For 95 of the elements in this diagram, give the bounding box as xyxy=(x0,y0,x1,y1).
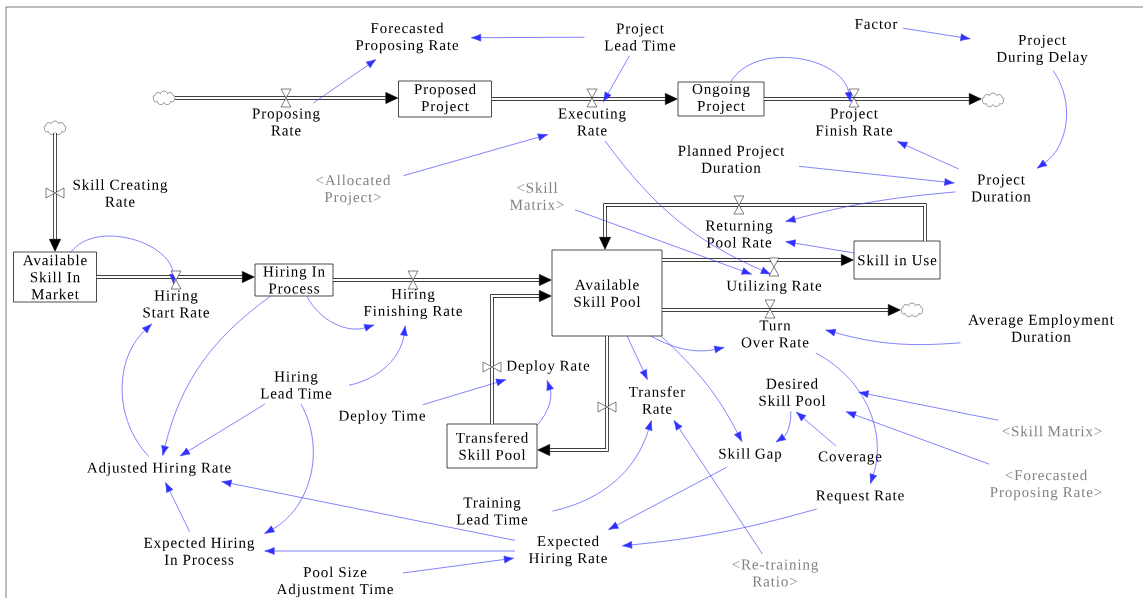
variable-label: Proposing Rate xyxy=(252,108,320,136)
link-arrow xyxy=(796,411,837,447)
link-arrow xyxy=(897,141,959,170)
stock-box: Available Skill Pool xyxy=(551,249,663,337)
link-arrow xyxy=(121,323,152,457)
flow-pipe xyxy=(537,335,609,456)
variable-label: Training Lead Time xyxy=(456,497,528,525)
link-arrow xyxy=(306,295,375,332)
cloud-symbol xyxy=(981,92,1005,107)
cloud-symbol xyxy=(152,90,176,105)
variable-label: Adjusted Hiring Rate xyxy=(87,462,231,476)
variable-label: Project Lead Time xyxy=(604,23,676,51)
flow-pipe xyxy=(599,203,927,250)
variable-label: Project Finish Rate xyxy=(815,108,893,136)
variable-label: Executing Rate xyxy=(558,108,626,136)
variable-label: Deploy Time xyxy=(338,410,426,424)
variable-label: Factor xyxy=(855,19,898,29)
variable-label: Skill Creating Rate xyxy=(73,179,168,207)
link-arrow xyxy=(858,390,999,421)
variable-label: Expected Hiring In Process xyxy=(144,537,255,565)
link-arrow xyxy=(264,403,314,534)
link-arrow xyxy=(626,335,648,380)
variable-label: Deploy Rate xyxy=(506,360,590,374)
shadow-variable-label: <Re-training Ratio> xyxy=(732,559,819,587)
link-arrow xyxy=(621,508,817,549)
stock-box: Proposed Project xyxy=(398,80,492,118)
link-arrow xyxy=(845,411,990,465)
variable-label: Coverage xyxy=(818,451,882,465)
variable-label: Skill Gap xyxy=(719,448,782,462)
link-arrow xyxy=(165,482,190,533)
link-arrow xyxy=(650,335,725,354)
link-arrow xyxy=(422,378,507,405)
link-arrow xyxy=(785,191,956,223)
link-arrow xyxy=(402,555,515,574)
link-arrow xyxy=(825,328,961,345)
link-arrow xyxy=(798,166,955,186)
link-arrow xyxy=(179,403,266,457)
variable-label: Utilizing Rate xyxy=(726,280,822,294)
flow-pipe xyxy=(332,274,552,286)
variable-label: Forecasted Proposing Rate xyxy=(355,22,459,54)
link-arrow xyxy=(660,335,743,442)
variable-label: Pool Size Adjustment Time xyxy=(276,566,393,598)
link-arrow xyxy=(161,295,272,456)
flow-pipe xyxy=(490,290,552,425)
variable-label: Average Employment Duration xyxy=(968,314,1114,342)
link-arrow xyxy=(730,57,853,102)
shadow-variable-label: <Allocated Project> xyxy=(316,174,391,206)
stock-box: Ongoing Project xyxy=(677,81,765,117)
variable-label: Project During Delay xyxy=(996,34,1088,66)
link-arrow xyxy=(785,239,855,254)
stock-box: Skill in Use xyxy=(853,240,941,280)
link-arrow xyxy=(470,33,585,42)
stock-box: Available Skill In Market xyxy=(13,251,97,303)
variable-label: Hiring Finishing Rate xyxy=(363,288,462,320)
link-arrow xyxy=(604,140,771,275)
variable-label: Transfer Rate xyxy=(629,386,686,414)
shadow-variable-label: <Skill Matrix> xyxy=(510,182,564,210)
variable-label: Hiring Lead Time xyxy=(260,371,332,399)
link-arrow xyxy=(608,467,727,530)
variable-label: Hiring Start Rate xyxy=(143,290,210,318)
link-arrow xyxy=(70,235,177,284)
link-arrow xyxy=(574,209,752,275)
cloud-symbol xyxy=(900,302,924,317)
link-arrow xyxy=(673,420,763,555)
link-arrow xyxy=(403,133,549,176)
link-arrow xyxy=(536,380,554,426)
link-arrow xyxy=(264,547,516,555)
link-arrow xyxy=(902,27,971,42)
flow-pipe xyxy=(661,304,901,316)
variable-label: Desired Skill Pool xyxy=(759,378,826,406)
link-arrow xyxy=(1036,70,1067,169)
link-arrow xyxy=(552,420,653,512)
cloud-symbol xyxy=(43,120,67,135)
flow-pipe xyxy=(661,254,854,266)
flow-pipe xyxy=(49,132,61,252)
variable-label: Project Duration xyxy=(971,174,1031,202)
variable-label: Expected Hiring Rate xyxy=(529,535,607,567)
flow-pipe xyxy=(490,93,678,105)
variable-label: Turn Over Rate xyxy=(741,320,809,348)
shadow-variable-label: <Forecasted Proposing Rate> xyxy=(990,469,1102,501)
link-arrow xyxy=(603,55,630,103)
stock-box: Hiring In Process xyxy=(254,263,334,297)
shadow-variable-label: <Skill Matrix> xyxy=(1002,425,1102,437)
variable-label: Planned Project Duration xyxy=(678,145,785,173)
variable-label: Returning Pool Rate xyxy=(705,220,773,248)
link-arrow xyxy=(815,352,878,485)
flow-pipe xyxy=(763,93,982,105)
variable-label: Request Rate xyxy=(816,490,904,504)
link-arrow xyxy=(348,325,408,386)
flow-pipe xyxy=(95,271,255,283)
link-arrow xyxy=(221,479,516,541)
link-arrow xyxy=(775,410,792,443)
link-arrow xyxy=(313,59,377,104)
stock-box: Transfered Skill Pool xyxy=(446,423,538,469)
flow-pipe xyxy=(174,92,399,104)
